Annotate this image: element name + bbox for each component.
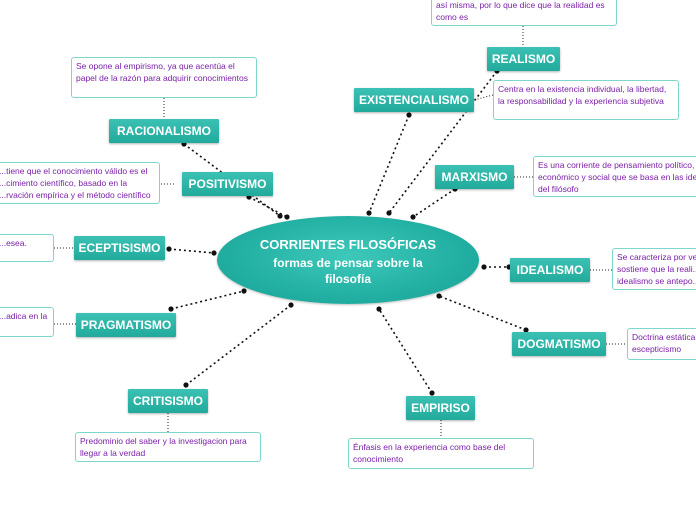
topic-critisismo[interactable]: CRITISISMO [128,389,208,413]
connector-dot [168,306,174,312]
connector-line [438,295,527,331]
connector-dot [183,382,189,388]
connector-dot [241,288,247,294]
connector-line [168,248,215,254]
connector-dot [277,213,283,219]
central-topic-title: CORRIENTES FILOSÓFICAS [259,237,437,252]
topic-idealismo[interactable]: IDEALISMO [510,258,590,282]
note-pragmatismo[interactable]: ...adica en la [0,307,54,337]
central-topic-subtitle: formas de pensar sobre la filosofía [273,256,423,286]
connector-dot [436,293,442,299]
topic-positivismo[interactable]: POSITIVISMO [182,172,273,196]
connector-dot [284,214,290,220]
note-critisismo[interactable]: Predominio del saber y la investigacion … [75,432,261,462]
note-idealismo[interactable]: Se caracteriza por ve... sostiene que la… [612,248,696,290]
connector-line [368,114,410,214]
connector-dot [523,327,529,333]
note-esceptisismo[interactable]: ...esea. [0,234,54,262]
topic-racionalismo[interactable]: RACIONALISMO [109,119,219,143]
note-marxismo[interactable]: Es una corriente de pensamiento político… [533,156,696,197]
connector-dot [481,264,487,270]
topic-marxismo[interactable]: MARXISMO [435,165,514,189]
connector-dot [376,306,382,312]
connector-dot [386,210,392,216]
connector-line [378,308,433,394]
topic-empiriso[interactable]: EMPIRISO [406,396,475,420]
connector-dot [288,302,294,308]
topic-dogmatismo[interactable]: DOGMATISMO [512,332,606,356]
topic-existencialismo[interactable]: EXISTENCIALISMO [354,88,474,112]
note-empiriso[interactable]: Énfasis en la experiencia como base del … [348,438,534,469]
connector-line [170,290,245,310]
topic-esceptisismo[interactable]: ECEPTISISMO [74,236,165,260]
note-dogmatismo[interactable]: Doctrina estática... escepticismo [627,328,696,360]
note-racionalismo[interactable]: Se opone al empirismo, ya que acentúa el… [71,57,257,98]
connector-dot [429,390,435,396]
central-topic[interactable]: CORRIENTES FILOSÓFICAS formas de pensar … [217,216,479,304]
connector-line [412,188,456,218]
connector-dot [166,246,172,252]
topic-realismo[interactable]: REALISMO [487,47,560,71]
connector-dot [406,112,412,118]
topic-pragmatismo[interactable]: PRAGMATISMO [76,313,176,337]
note-realismo[interactable]: así misma, por lo que dice que la realid… [431,0,617,26]
connector-dot [366,210,372,216]
note-positivismo[interactable]: ...tiene que el conocimiento válido es e… [0,162,160,204]
connector-dot [211,250,217,256]
note-existencialismo[interactable]: Centra en la existencia individual, la l… [493,80,679,120]
connector-line [185,304,292,386]
note-leader-line [473,94,494,101]
connector-dot [410,214,416,220]
